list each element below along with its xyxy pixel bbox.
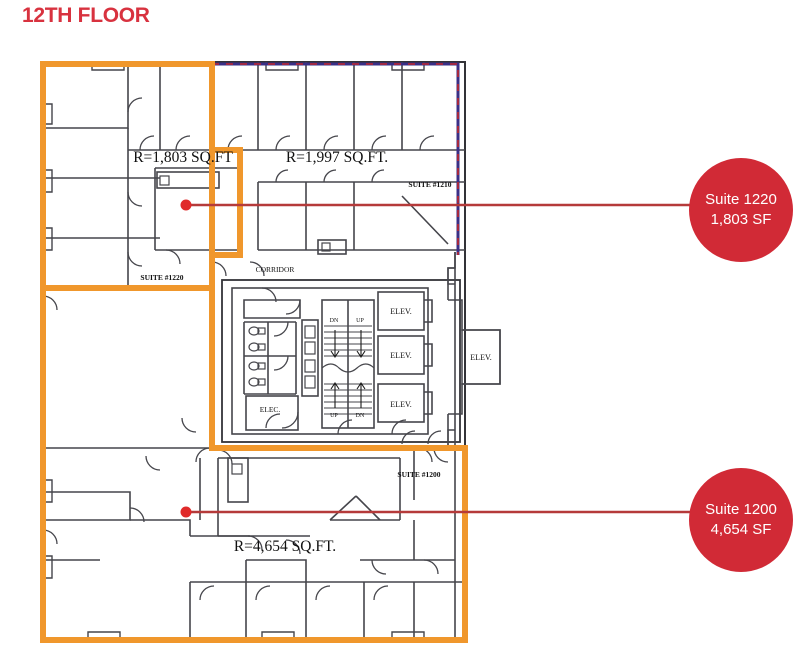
elevator-label-1: ELEV. <box>390 307 411 316</box>
stair-label-up-lower: UP <box>330 413 338 419</box>
corridor-label: CORRIDOR <box>256 265 295 274</box>
callout-suite-1200[interactable]: Suite 1200 4,654 SF <box>689 468 793 572</box>
callout-1220-suite-label: Suite 1220 <box>705 191 777 208</box>
area-label-1997: R=1,997 SQ.FT. <box>286 149 388 166</box>
plan-text-layer: R=1,803 SQ.FT R=1,997 SQ.FT. R=4,654 SQ.… <box>133 149 492 555</box>
callout-1200-suite-label: Suite 1200 <box>705 501 777 518</box>
suite-1200-highlight <box>40 288 468 643</box>
suite-tag-1210: SUITE #1210 <box>408 180 451 189</box>
callout-1200-area-label: 4,654 SF <box>710 521 772 538</box>
leader-dot-suite-1220 <box>180 199 192 211</box>
page-title: 12TH FLOOR <box>22 4 150 27</box>
callout-leaders <box>180 199 700 518</box>
stair-label-dn-lower: DN <box>356 413 365 419</box>
suite-1210-boundary <box>212 62 460 255</box>
suite-tag-1200: SUITE #1200 <box>397 470 440 479</box>
elevator-label-3: ELEV. <box>390 400 411 409</box>
callout-1220-area-label: 1,803 SF <box>710 211 772 228</box>
stair-label-dn-upper: DN <box>330 318 339 324</box>
suite-highlight-boundaries <box>40 61 468 643</box>
leader-dot-suite-1200 <box>180 506 192 518</box>
stair-label-up-upper: UP <box>356 318 364 324</box>
elevator-label-service: ELEV. <box>470 353 491 362</box>
plan-walls <box>42 61 501 641</box>
electrical-room-label: ELEC. <box>260 405 281 414</box>
suite-1220-inner-step <box>212 147 243 258</box>
callout-suite-1220[interactable]: Suite 1220 1,803 SF <box>689 158 793 262</box>
suite-tag-1220: SUITE #1220 <box>140 273 183 282</box>
elevator-label-2: ELEV. <box>390 351 411 360</box>
area-label-4654: R=4,654 SQ.FT. <box>234 538 336 555</box>
area-label-1803: R=1,803 SQ.FT <box>133 149 233 166</box>
